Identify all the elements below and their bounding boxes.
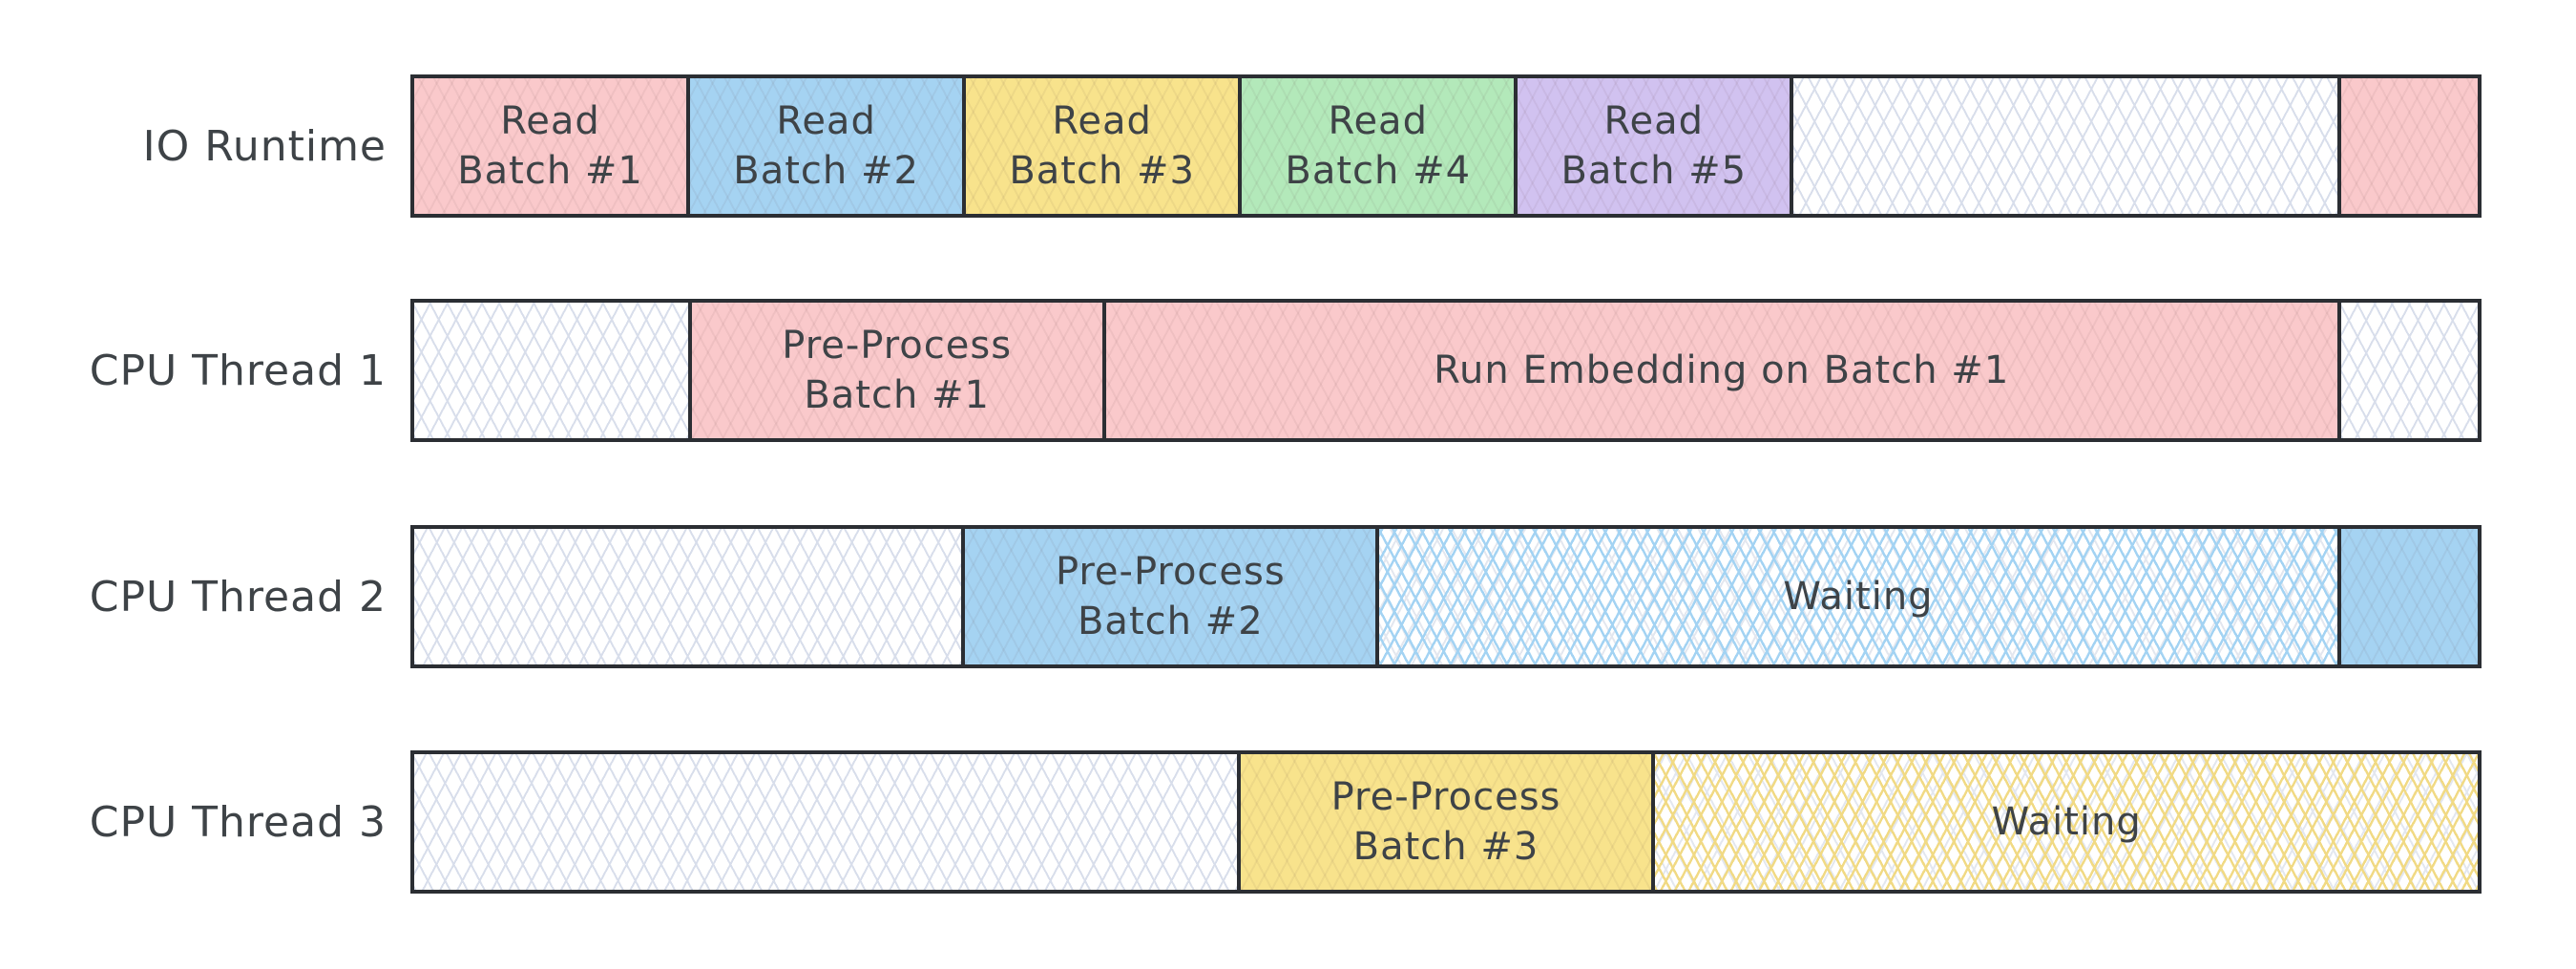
pre-process-batch-3-segment: Pre-Process Batch #3 — [1236, 750, 1656, 894]
read-batch-1-label: Read Batch #1 — [457, 99, 643, 193]
read-batch-4-label: Read Batch #4 — [1285, 99, 1472, 193]
timeline-bar-cpu-thread-1: Pre-Process Batch #1 Run Embedding on Bat… — [410, 299, 2482, 442]
read-batch-4-segment: Read Batch #4 — [1238, 74, 1518, 218]
idle-segment — [410, 299, 692, 442]
idle-segment — [410, 525, 966, 668]
waiting-label: Waiting — [1783, 575, 1934, 619]
pre-process-batch-1-label: Pre-Process Batch #1 — [782, 324, 1013, 417]
run-embedding-batch-1-label: Run Embedding on Batch #1 — [1434, 348, 2010, 392]
read-batch-5-label: Read Batch #5 — [1560, 99, 1748, 193]
timeline-bar-cpu-thread-2: Pre-Process Batch #2 Waiting — [410, 525, 2482, 668]
pre-process-batch-2-label: Pre-Process Batch #2 — [1055, 550, 1286, 643]
waiting-segment: Waiting — [1375, 525, 2341, 668]
row-label-cpu-thread-3: CPU Thread 3 — [89, 797, 387, 847]
waiting-segment: Waiting — [1651, 750, 2482, 894]
row-cpu-thread-1: CPU Thread 1 Pre-Process Batch #1 Run Embe… — [0, 299, 2576, 442]
read-batch-3-segment: Read Batch #3 — [962, 74, 1243, 218]
row-label-io-runtime: IO Runtime — [142, 121, 387, 171]
idle-segment — [1790, 74, 2342, 218]
idle-segment — [410, 750, 1241, 894]
timeline-bar-io-runtime: Read Batch #1 Read Batch #2 Read Batch #3 R… — [410, 74, 2482, 218]
row-cpu-thread-3: CPU Thread 3 Pre-Process Batch #3 Waiting — [0, 750, 2576, 894]
pre-process-batch-2-segment: Pre-Process Batch #2 — [961, 525, 1380, 668]
read-batch-2-label: Read Batch #2 — [733, 99, 919, 193]
run-embedding-batch-1-segment: Run Embedding on Batch #1 — [1101, 299, 2341, 442]
waiting-label: Waiting — [1991, 800, 2142, 844]
row-cpu-thread-2: CPU Thread 2 Pre-Process Batch #2 Waiting — [0, 525, 2576, 668]
read-batch-3-label: Read Batch #3 — [1009, 99, 1195, 193]
trailing-blue-segment-segment — [2336, 525, 2482, 668]
read-batch-1-segment: Read Batch #1 — [410, 74, 691, 218]
read-batch-5-segment: Read Batch #5 — [1514, 74, 1794, 218]
row-label-cpu-thread-2: CPU Thread 2 — [89, 572, 387, 621]
trailing-red-segment-segment — [2337, 74, 2482, 218]
pre-process-batch-3-label: Pre-Process Batch #3 — [1330, 775, 1561, 869]
pre-process-batch-1-segment: Pre-Process Batch #1 — [687, 299, 1106, 442]
row-label-cpu-thread-1: CPU Thread 1 — [89, 346, 387, 395]
timeline-bar-cpu-thread-3: Pre-Process Batch #3 Waiting — [410, 750, 2482, 894]
idle-segment — [2336, 299, 2482, 442]
read-batch-2-segment: Read Batch #2 — [686, 74, 967, 218]
